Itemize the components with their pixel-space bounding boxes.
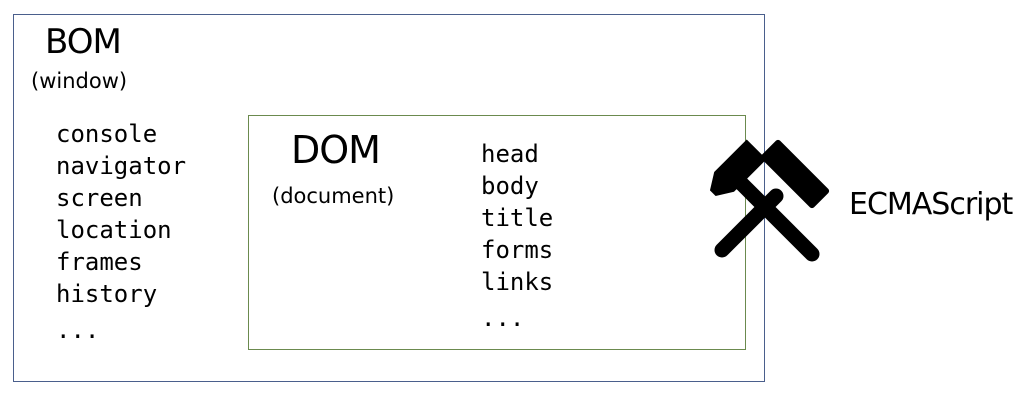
dom-items-list: head body title forms links ... [481, 138, 554, 332]
hammers-crossed-icon [709, 139, 830, 262]
dom-item-head: head [481, 140, 539, 168]
dom-subtitle: (document) [272, 184, 395, 208]
bom-item-history: history [56, 280, 158, 308]
dom-item-forms: forms [481, 236, 554, 264]
bom-item-screen: screen [56, 184, 143, 212]
bom-item-location: location [56, 216, 172, 244]
bom-item-navigator: navigator [56, 152, 187, 180]
bom-item-frames: frames [56, 248, 143, 276]
bom-item-console: console [56, 120, 158, 148]
bom-subtitle: (window) [31, 69, 128, 93]
dom-title: DOM [291, 128, 381, 172]
dom-item-title: title [481, 204, 554, 232]
bom-title: BOM [45, 22, 122, 62]
ecmascript-label: ECMAScript [849, 187, 1013, 222]
dom-item-links: links [481, 268, 554, 296]
bom-items-list: console navigator screen location frames… [56, 118, 187, 344]
dom-item-ellipsis: ... [481, 304, 525, 332]
bom-item-ellipsis: ... [56, 316, 100, 344]
dom-item-body: body [481, 172, 539, 200]
